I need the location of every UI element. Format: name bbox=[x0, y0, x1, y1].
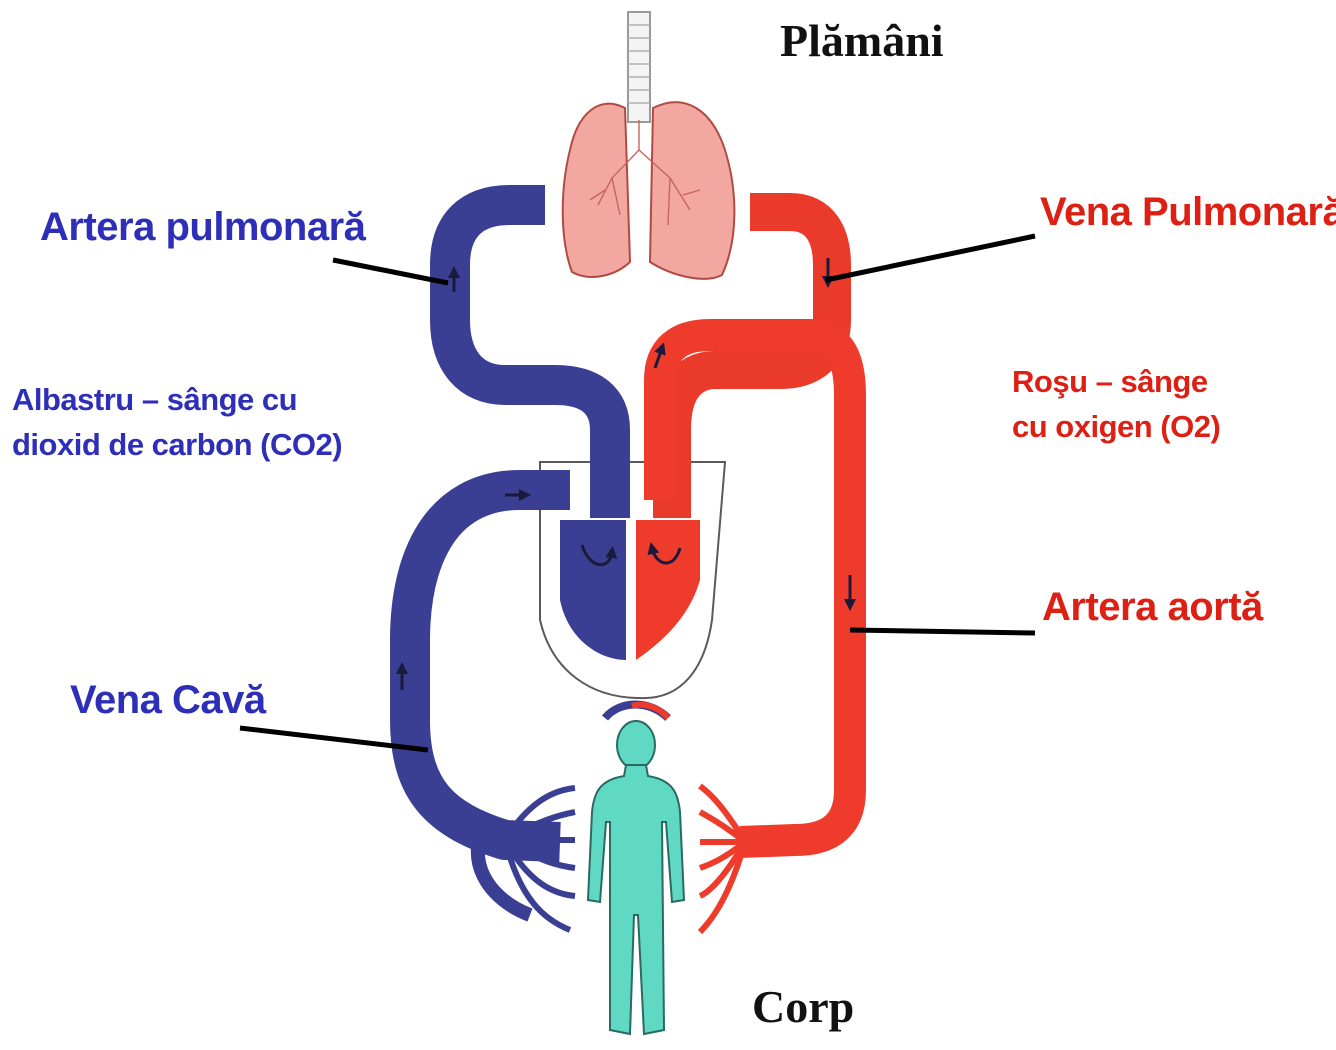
pulmonary-artery-label: Artera pulmonară bbox=[40, 205, 365, 250]
aorta-label: Artera aortă bbox=[1042, 585, 1263, 630]
red-legend-line-2: cu oxigen (O2) bbox=[1012, 405, 1220, 450]
blue-legend-line-1: Albastru – sânge cu bbox=[12, 378, 342, 423]
red-blood-legend: Roşu – sânge cu oxigen (O2) bbox=[1012, 360, 1220, 450]
pulmonary-vein-label: Vena Pulmonară bbox=[1040, 190, 1336, 235]
leader-aorta bbox=[850, 630, 1035, 633]
blue-blood-legend: Albastru – sânge cu dioxid de carbon (CO… bbox=[12, 378, 342, 468]
right-lung bbox=[650, 102, 734, 279]
leader-pulmonary-vein bbox=[826, 236, 1035, 280]
lungs-title: Plămâni bbox=[780, 14, 944, 67]
vena-cava-label: Vena Cavă bbox=[70, 678, 266, 723]
blue-legend-line-2: dioxid de carbon (CO2) bbox=[12, 423, 342, 468]
human-body-figure bbox=[588, 721, 684, 1034]
lungs-illustration bbox=[563, 102, 735, 279]
trachea bbox=[628, 12, 650, 122]
red-legend-line-1: Roşu – sânge bbox=[1012, 360, 1220, 405]
left-lung bbox=[563, 104, 630, 277]
body-title: Corp bbox=[752, 980, 854, 1033]
